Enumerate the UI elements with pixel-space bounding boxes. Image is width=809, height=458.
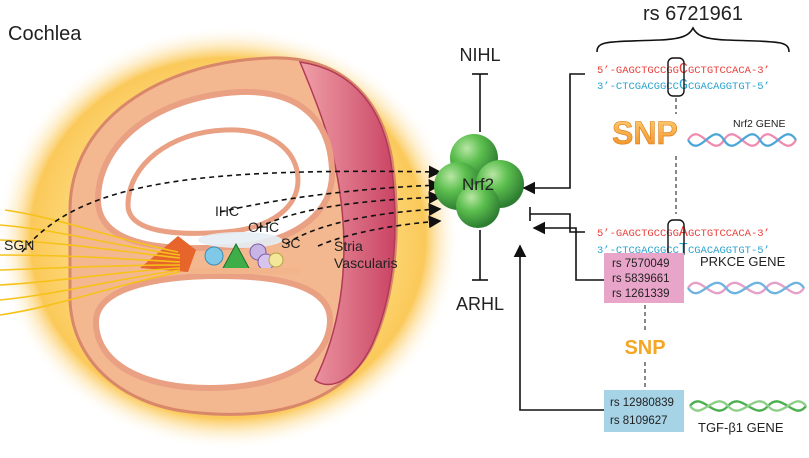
nrf2-label: Nrf2: [462, 175, 494, 194]
arrow-from-sc: [285, 203, 442, 245]
gene-connectors: [513, 73, 604, 411]
rs6721961-panel: rs 6721961 5’-GAGCTGCCGGCGCTGTCCACA-3’ 3…: [596, 3, 797, 259]
bottom-strand2-right: CGACAGGTGT-5’: [688, 245, 770, 257]
dashed-arrows: [21, 165, 442, 253]
connector-prkce: [532, 221, 604, 281]
nrf2-sphere-bottom: [456, 184, 500, 228]
prkce-helix: [687, 281, 805, 295]
inhibition-lines: [472, 73, 488, 281]
nrf2-gene-label: Nrf2 GENE: [733, 118, 786, 130]
arrow-from-stria: [317, 215, 442, 247]
bottom-strand1-left: 5’-GAGCTGCCGG: [597, 228, 679, 240]
arhl-label: ARHL: [456, 294, 504, 314]
tgf-rs-1: rs 12980839: [610, 397, 674, 409]
tgf-rs-2: rs 8109627: [610, 415, 668, 427]
top-strand1-left: 5’-GAGCTGCCGG: [597, 65, 679, 77]
top-strand1-right: GCTGTCCACA-3’: [688, 65, 770, 77]
snp2-word: SNP: [624, 337, 665, 359]
stria-label-line1: Stria: [334, 238, 363, 254]
top-snp-box: [667, 57, 685, 97]
nrf2-gene-helix: [687, 133, 797, 147]
connector-top-snp: [522, 73, 585, 195]
cochlea-illustration: Cochlea SGN IHC OHC SC Stria Vascularis: [0, 23, 460, 450]
rs-title: rs 6721961: [643, 3, 743, 25]
tgf-gene-label: TGF-β1 GENE: [698, 420, 784, 435]
sc-cell: [268, 252, 284, 268]
top-strand2-left: 3’-CTCGACGGCC: [597, 81, 679, 93]
ihc-cell: [204, 246, 224, 266]
prkce-rs-3: rs 1261339: [612, 288, 670, 300]
inner-oval-wall: [125, 127, 301, 236]
sgn-fibers: [0, 209, 181, 316]
connector-bottom-snp: [530, 213, 585, 233]
prkce-panel: rs 7570049 rs 5839661 rs 1261339 PRKCE G…: [604, 253, 805, 303]
arrow-from-sgn: [21, 165, 442, 253]
prkce-rs-2: rs 5839661: [612, 273, 670, 285]
nihl-label: NIHL: [459, 45, 500, 65]
top-strand2-right: CGACAGGTGT-5’: [688, 81, 770, 93]
prkce-rs-1: rs 7570049: [612, 258, 670, 270]
spiral-limbus: [140, 236, 196, 272]
prkce-rs-box: [604, 253, 684, 303]
arrow-from-ihc: [219, 179, 442, 213]
nrf2-node: Nrf2: [434, 134, 524, 228]
ihc-label: IHC: [215, 203, 239, 219]
tgf-helix: [689, 400, 807, 412]
stria-label-line2: Vascularis: [334, 255, 398, 271]
cochlea-title: Cochlea: [8, 23, 82, 45]
prkce-gene-label: PRKCE GENE: [700, 254, 786, 269]
tgf-rs-box: [604, 390, 684, 432]
tgf-panel: rs 12980839 rs 8109627 TGF-β1 GENE: [604, 390, 807, 435]
snp-word-top: SNP: [612, 115, 678, 151]
ohc-label: OHC: [248, 219, 279, 235]
basilar-membrane: [190, 268, 300, 274]
sgn-label: SGN: [4, 237, 34, 253]
scala-tympani: [92, 272, 334, 392]
bottom-strand1-right: GCTGTCCACA-3’: [688, 228, 770, 240]
connector-tgf: [513, 244, 604, 411]
rs-brace: [596, 26, 790, 53]
tectorial-membrane: [198, 232, 282, 248]
stria-band: [298, 61, 396, 386]
arrow-from-ohc: [257, 191, 442, 229]
